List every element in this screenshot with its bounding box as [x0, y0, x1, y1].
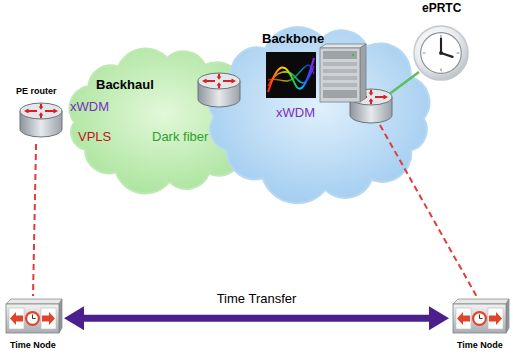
graphic-part [323, 69, 357, 73]
edge-label-holder: Time Transfer [217, 292, 297, 307]
node-symbol [414, 26, 468, 80]
graphic-part [268, 58, 314, 92]
device-label: Time Node [10, 340, 56, 350]
cloud-outline [208, 27, 429, 203]
cloud-title: Backhaul [96, 78, 154, 93]
technology-label: xWDM [276, 106, 315, 121]
node-symbol [453, 299, 509, 333]
node-symbol [20, 103, 62, 137]
time-node: Time Node [2, 296, 64, 356]
router-label: PE router [16, 86, 57, 96]
network-cloud: Backbone xWDM [198, 22, 440, 206]
graphic-part [266, 52, 316, 98]
device-label: Time Node [457, 340, 503, 350]
cloud-shape [198, 22, 440, 206]
dashed-link [33, 144, 36, 296]
router-node: PE router [10, 86, 72, 144]
graphic-part [268, 65, 314, 81]
graphic-part [323, 90, 357, 98]
graphic-part [323, 51, 357, 59]
technology-label: VPLS [78, 130, 111, 145]
graphic-part [323, 62, 357, 66]
router-icon [350, 89, 392, 123]
transfer-arrow [84, 315, 429, 322]
reference-link [388, 72, 419, 95]
router-icon [198, 73, 240, 107]
graphic-part [268, 66, 314, 86]
graphic-part [352, 54, 354, 56]
graphic-part [320, 44, 366, 48]
technology-label: Dark fiber [152, 130, 208, 145]
edge-label: Time Transfer [217, 292, 297, 307]
cloud-title: Backbone [262, 32, 324, 47]
dashed-link [380, 125, 477, 297]
node-symbol [6, 299, 62, 333]
equipment-rack [320, 44, 366, 102]
graphic-part [323, 83, 357, 87]
clock-title: ePRTC [422, 2, 461, 16]
graphic-part [360, 44, 366, 102]
technology-label: xWDM [70, 100, 109, 115]
graphic-part [320, 48, 360, 102]
spectrum-picture [266, 52, 316, 98]
clock-node: ePRTC [410, 2, 472, 86]
graphic-part [323, 76, 357, 80]
time-node: Time Node [449, 296, 511, 356]
